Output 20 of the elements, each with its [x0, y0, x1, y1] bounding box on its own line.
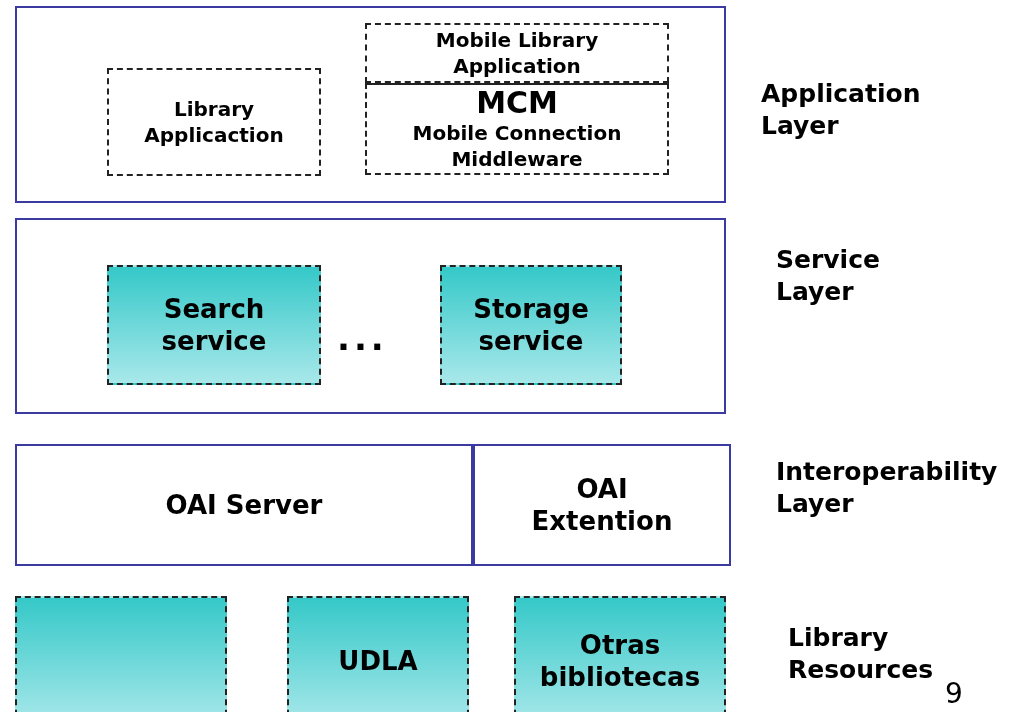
- ellipsis-text: ...: [337, 322, 388, 354]
- layer-label: Service Layer: [776, 244, 881, 308]
- resource-box: [15, 596, 227, 712]
- service-box: Search service: [107, 265, 321, 385]
- layer-label: Library Resources: [788, 622, 935, 686]
- component-box: Library Applicaction: [107, 68, 321, 176]
- server-box: OAI Extention: [473, 444, 731, 566]
- server-box: OAI Server: [15, 444, 473, 566]
- component-box: Mobile Library Application: [365, 23, 669, 83]
- component-text: Mobile Connection Middleware: [411, 120, 623, 172]
- page-number: 9: [945, 678, 963, 710]
- component-box: [365, 83, 669, 175]
- service-box: Storage service: [440, 265, 622, 385]
- resource-box: UDLA: [287, 596, 469, 712]
- layer-label: Application Layer: [761, 78, 922, 142]
- acronym-text: MCM: [476, 86, 558, 120]
- layer-band: [15, 218, 726, 414]
- layer-band: [15, 6, 726, 203]
- resource-box: Otras bibliotecas: [514, 596, 726, 712]
- layer-label: Interoperability Layer: [776, 456, 999, 520]
